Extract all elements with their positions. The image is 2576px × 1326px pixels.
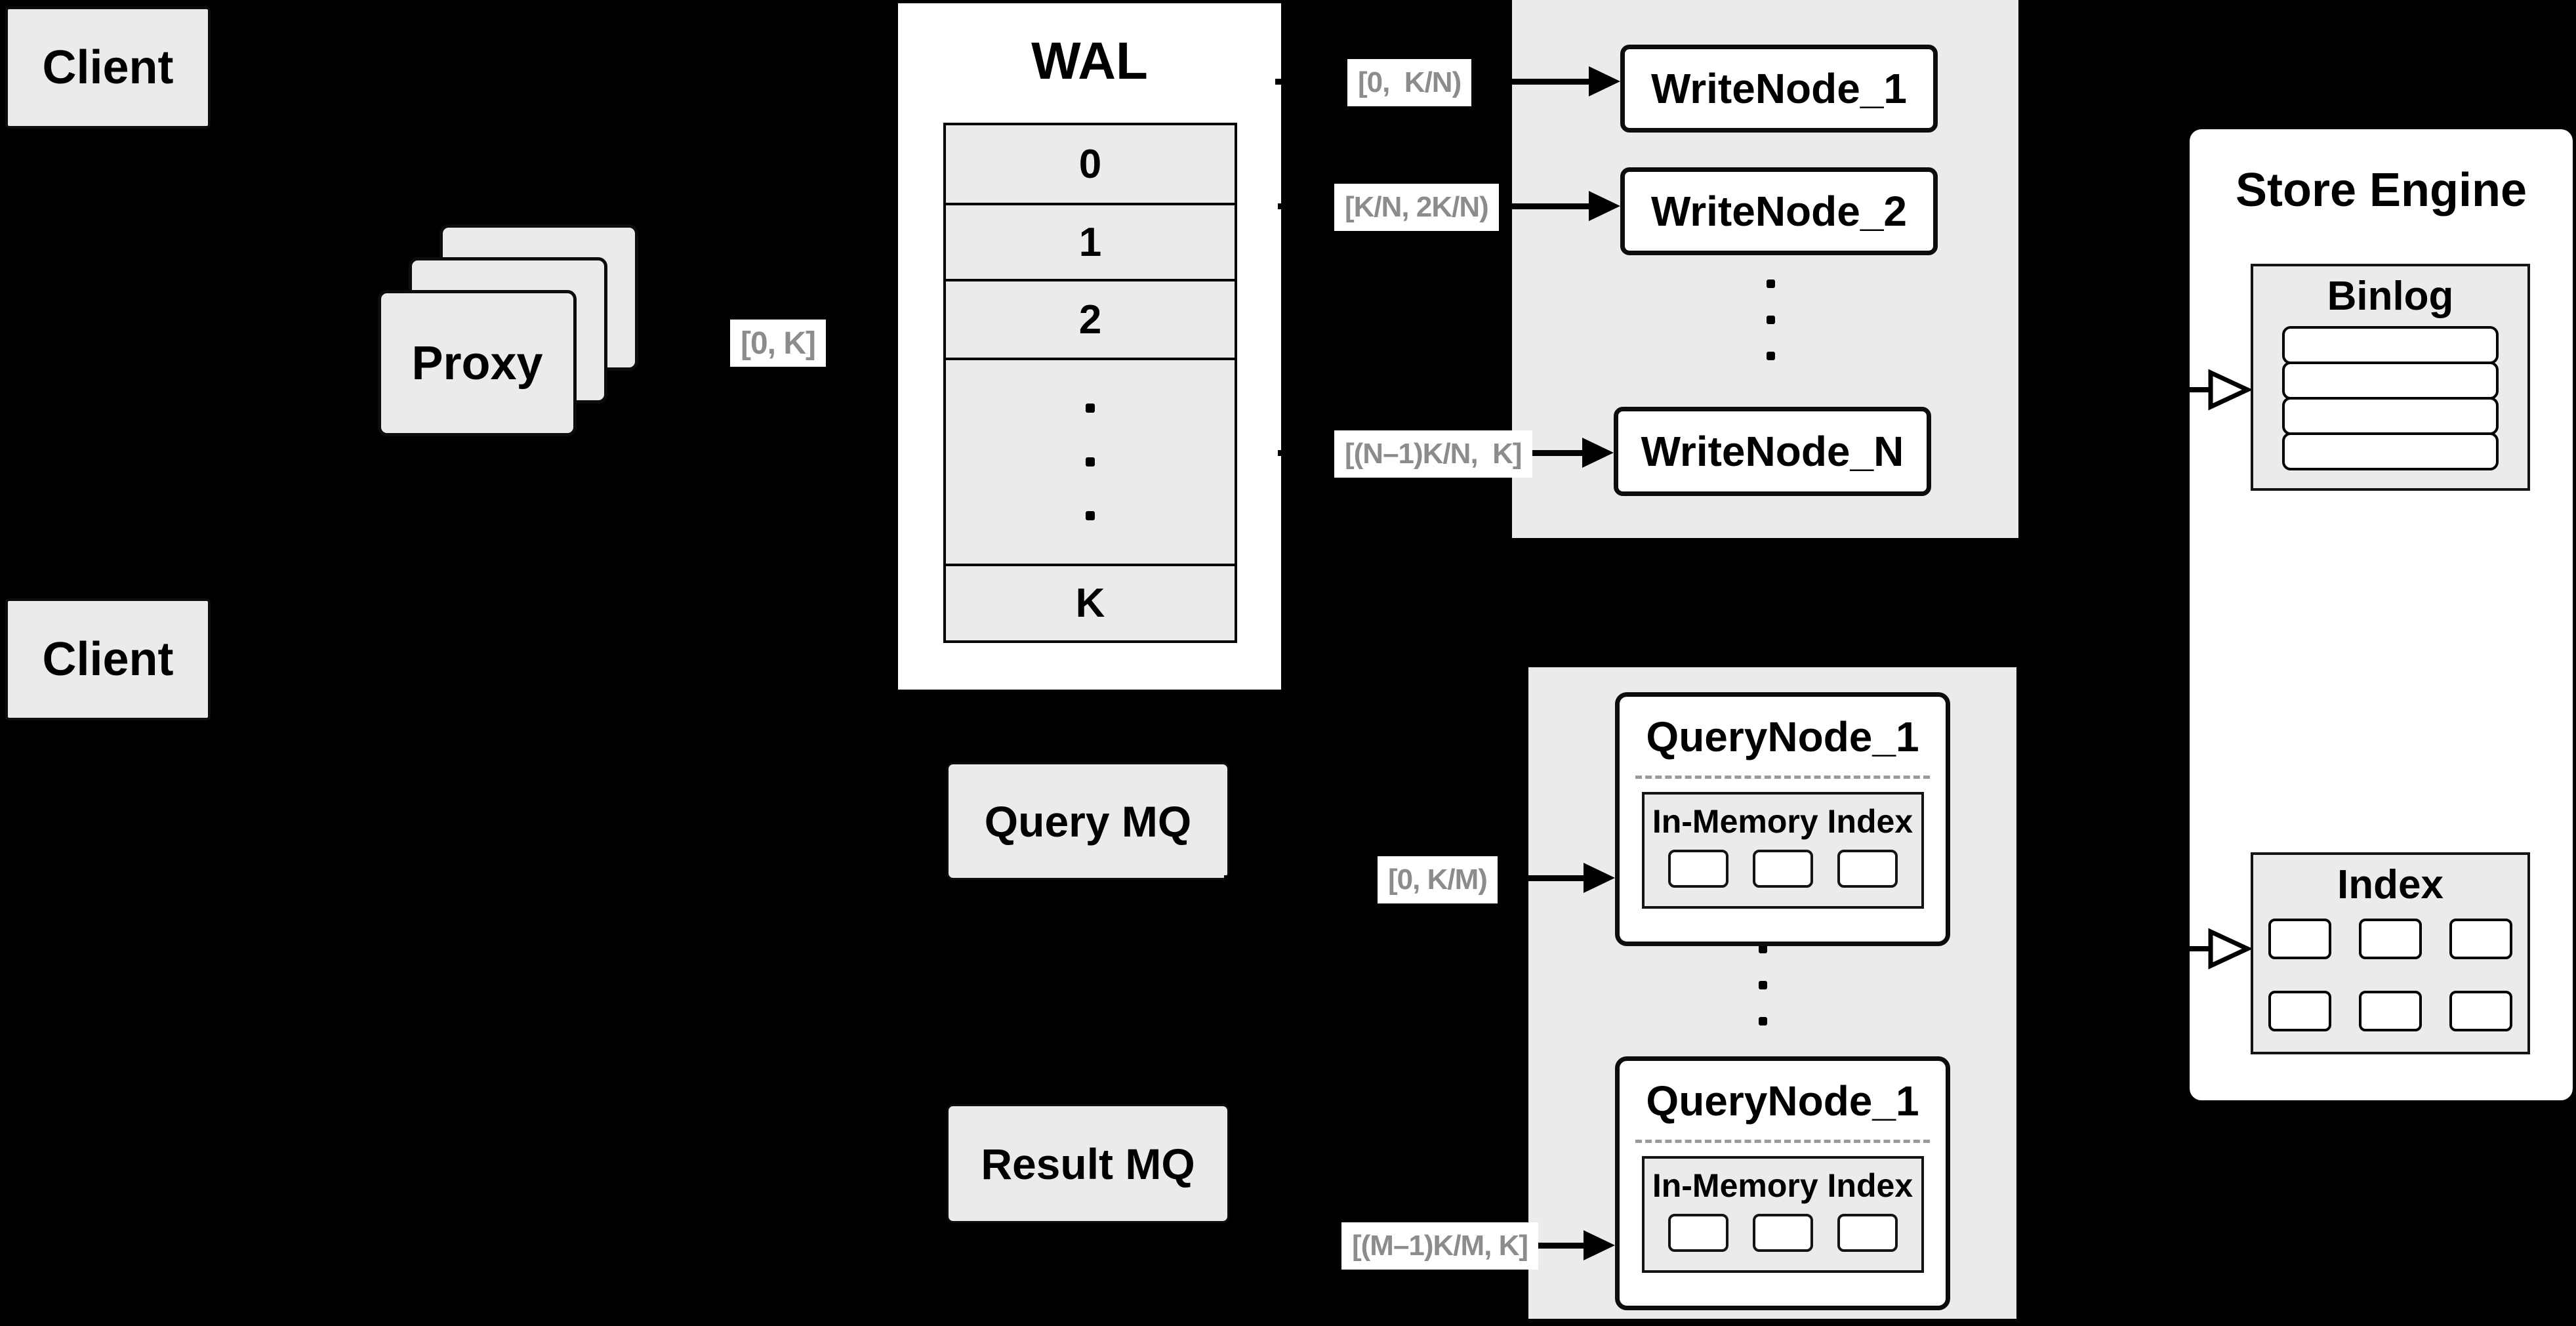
range-label-proxy-out: [0, K] xyxy=(730,320,826,367)
open-arrow-index xyxy=(2127,928,2251,970)
arrow-head-writeN xyxy=(1582,438,1614,468)
segment-cell xyxy=(1667,850,1728,888)
in-memory-index-title: In-Memory Index xyxy=(1652,1167,1913,1204)
wal-title: WAL xyxy=(1031,31,1148,90)
segment-cell xyxy=(1752,850,1813,888)
in-memory-index-box: In-Memory Index xyxy=(1641,1156,1924,1273)
ellipsis-dots xyxy=(1759,945,1767,1026)
querynode-bottom-title: QueryNode_1 xyxy=(1646,1077,1919,1125)
index-cell xyxy=(2359,919,2422,959)
index-cell xyxy=(2359,991,2422,1031)
index-box: Index xyxy=(2251,852,2530,1054)
query-mq-box: Query MQ xyxy=(947,762,1229,880)
writenode-1-label: WriteNode_1 xyxy=(1650,65,1908,112)
arrow-head-queryM xyxy=(1584,1230,1615,1260)
store-engine-panel: Store Engine Binlog Index xyxy=(2187,127,2575,1103)
binlog-rows xyxy=(2253,326,2527,470)
querynode-top-title: QueryNode_1 xyxy=(1646,713,1919,760)
arrow-head-write2 xyxy=(1589,191,1620,221)
range-label-queryM: [(M–1)K/M, K] xyxy=(1341,1222,1539,1270)
binlog-row xyxy=(2282,326,2499,364)
wal-row-2: 2 xyxy=(943,279,1237,360)
wal-row-k: K xyxy=(943,564,1237,643)
index-title: Index xyxy=(2337,862,2443,907)
binlog-box: Binlog xyxy=(2251,264,2530,491)
proxy-card-front: Proxy xyxy=(378,290,577,436)
segment-cell xyxy=(1667,1214,1728,1252)
client-bottom-label: Client xyxy=(42,633,174,686)
writenode-1-box: WriteNode_1 xyxy=(1620,45,1938,133)
query-mq-label: Query MQ xyxy=(984,797,1192,846)
arrow-head-write1 xyxy=(1589,66,1620,96)
index-cell xyxy=(2268,991,2331,1031)
binlog-row xyxy=(2282,397,2499,435)
querynode-top-box: QueryNode_1 In-Memory Index xyxy=(1615,692,1950,946)
wal-row-0-label: 0 xyxy=(1078,141,1102,187)
wal-row-2-label: 2 xyxy=(1078,297,1102,342)
querynode-bottom-box: QueryNode_1 In-Memory Index xyxy=(1615,1056,1950,1310)
wal-row-1-label: 1 xyxy=(1078,219,1102,265)
proxy-label: Proxy xyxy=(411,337,543,390)
range-label-write1: [0, K/N) xyxy=(1347,59,1472,106)
wal-panel: WAL 0 1 2 K xyxy=(896,1,1283,692)
binlog-row xyxy=(2282,362,2499,400)
index-cell xyxy=(2449,991,2512,1031)
wal-row-0: 0 xyxy=(943,123,1237,205)
index-cells xyxy=(2253,919,2527,1031)
binlog-title: Binlog xyxy=(2327,274,2454,319)
range-label-writeN: [(N–1)K/N, K] xyxy=(1334,430,1532,478)
index-cell xyxy=(2268,919,2331,959)
arrow-head-query1 xyxy=(1584,863,1615,893)
wal-row-k-label: K xyxy=(1075,581,1105,626)
segment-cell xyxy=(1752,1214,1813,1252)
dashed-divider xyxy=(1635,776,1930,779)
ellipsis-dots xyxy=(1767,280,1775,360)
writenode-2-label: WriteNode_2 xyxy=(1650,188,1908,235)
in-memory-index-box: In-Memory Index xyxy=(1641,792,1924,909)
writenode-n-box: WriteNode_N xyxy=(1614,407,1931,496)
binlog-row xyxy=(2282,432,2499,470)
client-bottom-box: Client xyxy=(5,598,211,720)
range-label-query1: [0, K/M) xyxy=(1378,856,1498,903)
index-cell xyxy=(2449,919,2512,959)
wal-table: 0 1 2 K xyxy=(943,123,1237,643)
dashed-divider xyxy=(1635,1140,1930,1143)
client-top-label: Client xyxy=(42,41,174,94)
client-top-box: Client xyxy=(5,7,211,129)
store-engine-title: Store Engine xyxy=(2235,164,2527,217)
in-memory-index-title: In-Memory Index xyxy=(1652,803,1913,840)
in-memory-cells xyxy=(1645,840,1921,888)
result-mq-label: Result MQ xyxy=(981,1139,1195,1188)
writenode-2-box: WriteNode_2 xyxy=(1620,167,1938,255)
segment-cell xyxy=(1837,850,1898,888)
open-arrow-binlog xyxy=(2127,369,2251,411)
range-label-write2: [K/N, 2K/N) xyxy=(1334,184,1499,231)
segment-cell xyxy=(1837,1214,1898,1252)
result-mq-box: Result MQ xyxy=(947,1104,1229,1223)
wal-row-ellipsis xyxy=(943,358,1237,566)
in-memory-cells xyxy=(1645,1205,1921,1252)
wal-row-1: 1 xyxy=(943,203,1237,281)
writenode-n-label: WriteNode_N xyxy=(1641,428,1904,475)
ellipsis-dots xyxy=(1086,404,1095,520)
